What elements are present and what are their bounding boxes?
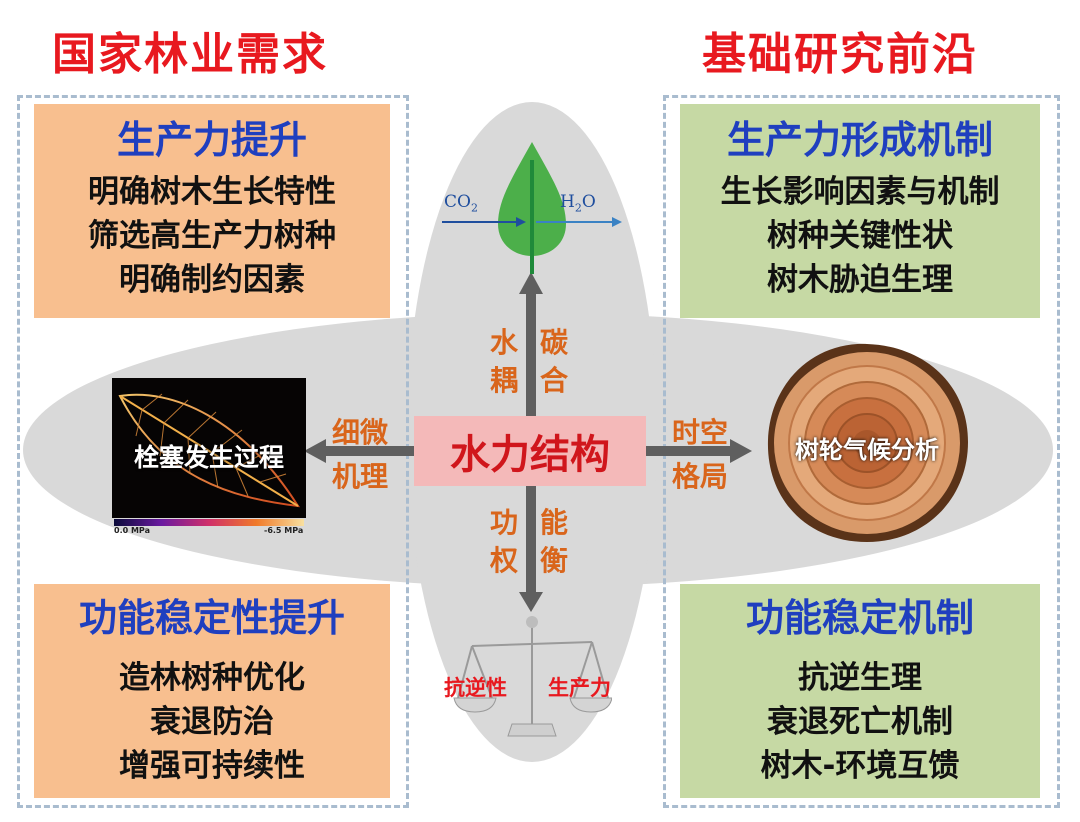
co2-subscript: 2 <box>470 201 478 215</box>
h2o-text-o: O <box>581 192 596 212</box>
balance-left-label: 抗逆性 <box>444 676 507 700</box>
balance-right-label: 生产力 <box>548 676 611 700</box>
box-line: 树木胁迫生理 <box>767 262 953 298</box>
box-line: 衰退死亡机制 <box>767 704 953 740</box>
balance-scale-icon <box>453 616 612 737</box>
box-line: 造林树种优化 <box>119 660 305 696</box>
box-line: 抗逆生理 <box>798 660 922 696</box>
center-hydraulic-architecture: 水力结构 <box>414 416 646 486</box>
box-line: 增强可持续性 <box>119 748 305 784</box>
label-ability: 能 <box>540 506 569 539</box>
label-couple: 耦 <box>490 364 519 397</box>
box-stability-improvement: 功能稳定性提升 造林树种优化 衰退防治 增强可持续性 <box>34 584 390 798</box>
box-title: 功能稳定性提升 <box>78 596 345 640</box>
box-line: 树种关键性状 <box>767 218 953 254</box>
embolism-label: 栓塞发生过程 <box>133 443 284 472</box>
label-combine: 合 <box>540 364 569 397</box>
box-stability-mechanism: 功能稳定机制 抗逆生理 衰退死亡机制 树木-环境互馈 <box>680 584 1040 798</box>
label-carbon: 碳 <box>540 326 569 359</box>
box-line: 生长影响因素与机制 <box>720 174 1000 210</box>
box-line: 衰退防治 <box>150 704 274 740</box>
colorbar-min: 0.0 MPa <box>114 526 150 535</box>
box-title: 生产力形成机制 <box>726 118 993 162</box>
box-line: 筛选高生产力树种 <box>88 218 336 254</box>
box-line: 明确树木生长特性 <box>88 174 336 210</box>
h2o-text-h: H <box>560 192 575 212</box>
label-micro: 细微 <box>332 416 389 449</box>
leaf-icon <box>442 142 622 274</box>
box-line: 明确制约因素 <box>119 262 305 298</box>
h2o-label: H2O <box>560 192 596 214</box>
label-balance: 衡 <box>540 544 569 577</box>
center-label: 水力结构 <box>450 432 610 478</box>
co2-label: CO2 <box>444 192 478 214</box>
tree-ring-label: 树轮气候分析 <box>795 436 939 464</box>
leaf-vein-graphic <box>118 393 300 508</box>
heading-research-frontier: 基础研究前沿 <box>702 29 978 80</box>
box-title: 生产力提升 <box>116 118 307 162</box>
embolism-image <box>112 378 306 518</box>
box-title: 功能稳定机制 <box>745 596 974 640</box>
box-productivity-improvement: 生产力提升 明确树木生长特性 筛选高生产力树种 明确制约因素 <box>34 104 390 318</box>
box-productivity-mechanism: 生产力形成机制 生长影响因素与机制 树种关键性状 树木胁迫生理 <box>680 104 1040 318</box>
box-line: 树木-环境互馈 <box>760 748 960 784</box>
h2o-subscript: 2 <box>574 201 582 215</box>
label-mechanism: 机理 <box>332 460 389 493</box>
co2-text: CO <box>444 192 471 212</box>
label-spatiotemporal: 时空 <box>672 416 729 449</box>
colorbar-max: -6.5 MPa <box>264 526 304 535</box>
heading-national-needs: 国家林业需求 <box>52 29 328 80</box>
tree-ring-icon <box>767 343 968 542</box>
label-water: 水 <box>490 326 519 359</box>
label-function: 功 <box>490 506 519 539</box>
embolism-colorbar <box>114 519 304 526</box>
label-trade: 权 <box>490 544 519 577</box>
label-pattern: 格局 <box>672 460 729 493</box>
